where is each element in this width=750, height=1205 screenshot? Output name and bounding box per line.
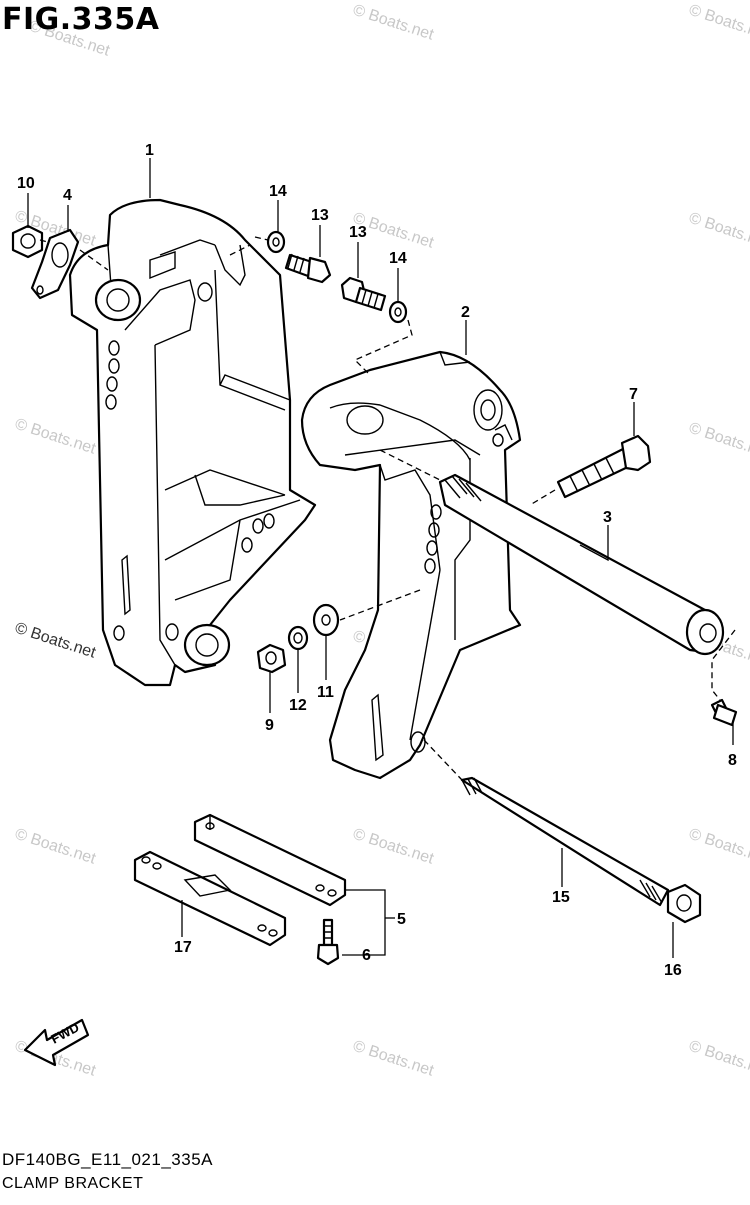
- part-1-clamp-bracket-left: [68, 198, 317, 687]
- part-16-nut: [666, 883, 702, 924]
- part-17-plate: [133, 850, 287, 947]
- callout-8: 8: [728, 752, 737, 769]
- callout-12: 12: [289, 697, 307, 714]
- callout-13: 13: [311, 207, 329, 224]
- watermark-text: © Boats.net: [351, 1038, 437, 1080]
- callout-15: 15: [552, 889, 570, 906]
- watermark-text: © Boats.net: [687, 826, 750, 868]
- callout-numbers: 1 2 3 4 5 6 7 8 9 10 11 12 13 13 14 14 1…: [17, 142, 737, 979]
- watermark-text: © Boats.net: [687, 2, 750, 44]
- watermark-text: © Boats.net: [687, 420, 750, 462]
- part-13-bolt-a: [284, 253, 332, 284]
- callout-9: 9: [265, 717, 274, 734]
- callout-4: 4: [63, 187, 72, 204]
- assembly-lines: [39, 236, 736, 781]
- callout-14: 14: [389, 250, 407, 267]
- part-14-washer-b: [388, 300, 408, 324]
- callout-6: 6: [362, 947, 371, 964]
- watermark-text: © Boats.net: [351, 826, 437, 868]
- part-15-rod: [460, 776, 670, 907]
- drawing-code: DF140BG_E11_021_335A: [2, 1150, 214, 1169]
- watermark-text: © Boats.net: [13, 826, 99, 868]
- callout-7: 7: [629, 386, 638, 403]
- callout-1: 1: [145, 142, 154, 159]
- callout-3: 3: [603, 509, 612, 526]
- leader-lines: [27, 158, 734, 958]
- part-14-washer-a: [266, 230, 286, 254]
- part-5-plate: [193, 813, 347, 907]
- callout-10: 10: [17, 175, 35, 192]
- part-7-bolt: [556, 434, 652, 499]
- callout-14: 14: [269, 183, 287, 200]
- watermark-text: © Boats.net: [687, 1038, 750, 1080]
- part-3-tilt-tube: [438, 473, 725, 656]
- callout-11: 11: [317, 684, 334, 701]
- watermark-text: © Boats.net: [351, 2, 437, 44]
- part-12-lock-washer: [287, 625, 309, 651]
- part-2-clamp-bracket-right: [300, 350, 522, 780]
- callout-13: 13: [349, 224, 367, 241]
- part-4-plate: [30, 228, 80, 300]
- watermark-primary: © Boats.net: [13, 620, 99, 662]
- watermark-text: © Boats.net: [13, 416, 99, 458]
- figure-title: FIG.335A: [2, 2, 160, 37]
- part-13-bolt-b: [340, 276, 387, 312]
- part-9-nut: [256, 643, 287, 674]
- callout-5: 5: [397, 911, 406, 928]
- section-name: CLAMP BRACKET: [2, 1175, 144, 1192]
- callout-16: 16: [664, 962, 682, 979]
- part-11-washer: [312, 603, 340, 637]
- part-8-bolt: [710, 698, 738, 727]
- watermark-text: © Boats.net: [687, 210, 750, 252]
- callout-2: 2: [461, 304, 470, 321]
- part-10-nut: [11, 224, 44, 259]
- callout-17: 17: [174, 939, 192, 956]
- part-6-bolt: [316, 918, 340, 966]
